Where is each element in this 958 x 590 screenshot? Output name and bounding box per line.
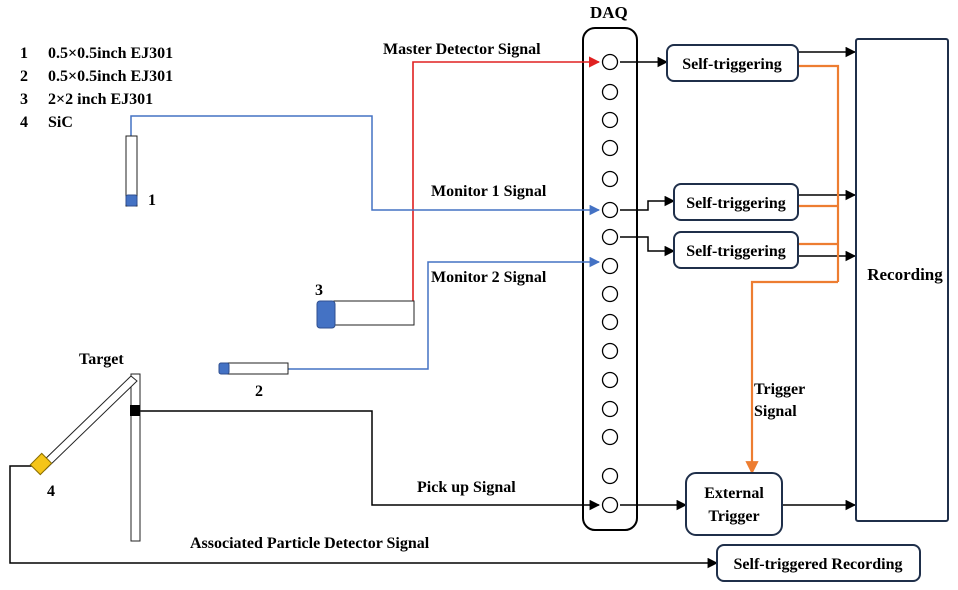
associated-signal-wire xyxy=(9,465,719,569)
trigger-signal-wire xyxy=(745,280,838,475)
daq-panel xyxy=(582,27,638,531)
target-beam-pipe xyxy=(130,373,141,542)
daq-ports xyxy=(601,53,619,514)
monitor2-signal-label: Monitor 2 Signal xyxy=(431,269,547,286)
legend-num-4: 4 xyxy=(20,114,28,131)
self-triggered-recording-label: Self-triggered Recording xyxy=(734,556,903,573)
daq-port-15 xyxy=(601,467,619,485)
detector-2-label: 2 xyxy=(255,383,263,400)
daq-label: DAQ xyxy=(590,3,628,22)
legend-text-1: 0.5×0.5inch EJ301 xyxy=(48,45,173,62)
daq-port-14 xyxy=(601,428,619,446)
self-triggering-label-3: Self-triggering xyxy=(686,243,786,260)
self-triggered-recording-box: Self-triggered Recording xyxy=(716,544,921,582)
daq-port-9 xyxy=(601,285,619,303)
daq-to-selftrig2-wire xyxy=(620,195,676,211)
external-trigger-label-2: Trigger xyxy=(708,508,759,525)
daq-port-4 xyxy=(601,139,619,157)
detector-1: 1 xyxy=(125,135,156,209)
detector-legend: 1 0.5×0.5inch EJ301 2 0.5×0.5inch EJ301 … xyxy=(20,45,173,131)
legend-text-2: 0.5×0.5inch EJ301 xyxy=(48,68,173,85)
self-triggering-label-2: Self-triggering xyxy=(686,195,786,212)
target-pickup-block xyxy=(130,405,140,416)
detector-3-label: 3 xyxy=(315,282,323,299)
detector-4-label: 4 xyxy=(47,483,55,500)
recording-label: Recording xyxy=(867,265,943,284)
legend-num-2: 2 xyxy=(20,68,28,85)
target-arm xyxy=(38,375,138,471)
detector-3: 3 xyxy=(315,282,415,329)
daq-port-6 xyxy=(601,201,619,219)
monitor1-signal-wire xyxy=(130,115,601,216)
daq-to-selftrig3-wire xyxy=(620,236,676,257)
legend-num-3: 3 xyxy=(20,91,28,108)
trigger-signal-label-1: Trigger xyxy=(754,381,805,398)
detector-1-label: 1 xyxy=(148,192,156,209)
self-triggering-box-1: Self-triggering xyxy=(666,44,799,82)
legend-text-4: SiC xyxy=(48,114,73,131)
trigger-signal-label-2: Signal xyxy=(754,403,797,420)
external-trigger-label-1: External xyxy=(704,485,764,502)
daq-port-5 xyxy=(601,170,619,188)
daq-port-13 xyxy=(601,400,619,418)
daq-port-3 xyxy=(601,111,619,129)
daq-port-8 xyxy=(601,257,619,275)
trigger-bus-1 xyxy=(798,64,840,282)
self-triggering-box-3: Self-triggering xyxy=(673,231,799,269)
master-signal-label: Master Detector Signal xyxy=(383,41,541,58)
daq-port-7 xyxy=(601,228,619,246)
target-assembly: Target 4 xyxy=(29,351,141,542)
daq-port-10 xyxy=(601,313,619,331)
daq-port-2 xyxy=(601,83,619,101)
pickup-signal-label: Pick up Signal xyxy=(417,479,516,496)
external-trigger-box: External Trigger xyxy=(685,472,783,536)
daq-port-16 xyxy=(601,496,619,514)
legend-num-1: 1 xyxy=(20,45,28,62)
master-signal-wire xyxy=(412,56,601,310)
daq-port-12 xyxy=(601,371,619,389)
detector-2: 2 xyxy=(218,362,289,400)
daq-port-11 xyxy=(601,342,619,360)
daq-port-1 xyxy=(601,53,619,71)
recording-box: Recording xyxy=(855,38,949,522)
self-triggering-label-1: Self-triggering xyxy=(682,56,782,73)
pickup-signal-wire xyxy=(138,410,601,511)
target-label: Target xyxy=(79,351,124,368)
legend-text-3: 2×2 inch EJ301 xyxy=(48,91,153,108)
monitor1-signal-label: Monitor 1 Signal xyxy=(431,183,547,200)
associated-signal-label: Associated Particle Detector Signal xyxy=(190,535,430,552)
self-triggering-box-2: Self-triggering xyxy=(673,183,799,221)
sic-detector xyxy=(29,452,53,476)
monitor2-signal-wire xyxy=(288,256,601,370)
